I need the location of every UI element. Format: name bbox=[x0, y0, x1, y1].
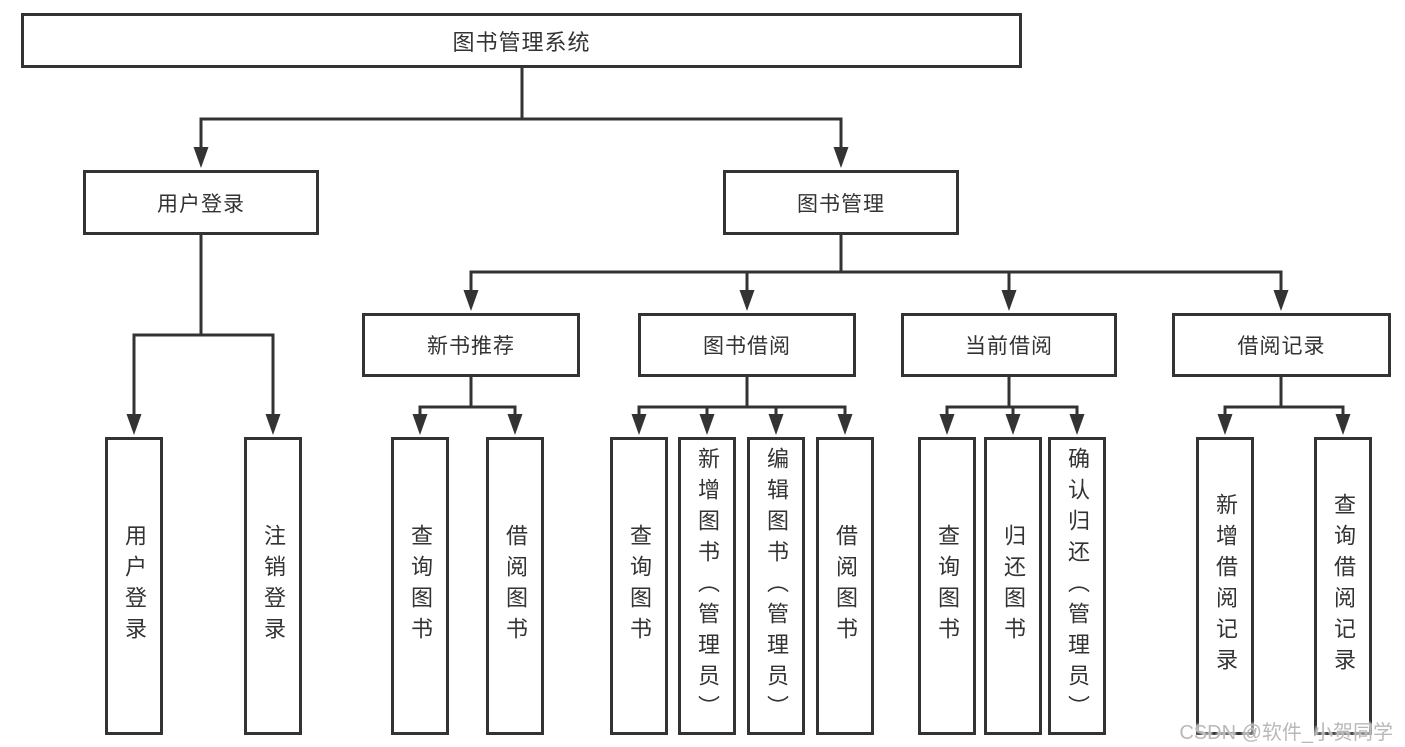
leaf-query-books-borrowing: 查询图书 bbox=[610, 437, 668, 735]
leaf-add-borrow-record-label: 新增借阅记录 bbox=[1213, 493, 1238, 679]
leaf-add-borrow-record: 新增借阅记录 bbox=[1196, 437, 1254, 735]
leaf-query-books-recommend-label: 查询图书 bbox=[408, 524, 433, 648]
node-borrowing-records: 借阅记录 bbox=[1172, 313, 1391, 377]
node-root-label: 图书管理系统 bbox=[452, 29, 591, 55]
leaf-user-login: 用户登录 bbox=[105, 437, 163, 735]
node-book-management-label: 图书管理 bbox=[797, 192, 885, 216]
leaf-add-books-admin: 新增图书（管理员） bbox=[678, 437, 736, 735]
leaf-query-books-current-label: 查询图书 bbox=[935, 524, 960, 648]
leaf-return-books: 归还图书 bbox=[984, 437, 1042, 735]
node-book-management: 图书管理 bbox=[723, 170, 959, 235]
leaf-confirm-return-admin: 确认归还（管理员） bbox=[1048, 437, 1106, 735]
leaf-logout-label: 注销登录 bbox=[261, 524, 286, 648]
node-new-book-recommend-label: 新书推荐 bbox=[427, 335, 515, 358]
leaf-return-books-label: 归还图书 bbox=[1001, 524, 1026, 648]
leaf-query-borrow-record-label: 查询借阅记录 bbox=[1331, 493, 1356, 679]
leaf-edit-books-admin: 编辑图书（管理员） bbox=[747, 437, 805, 735]
leaf-logout: 注销登录 bbox=[244, 437, 302, 735]
node-book-borrowing: 图书借阅 bbox=[638, 313, 856, 377]
node-new-book-recommend: 新书推荐 bbox=[362, 313, 580, 377]
watermark-text: CSDN @软件_小贺同学 bbox=[1179, 722, 1393, 744]
node-book-borrowing-label: 图书借阅 bbox=[703, 335, 791, 358]
leaf-query-borrow-record: 查询借阅记录 bbox=[1314, 437, 1372, 735]
leaf-query-books-current: 查询图书 bbox=[918, 437, 976, 735]
leaf-borrow-books-recommend-label: 借阅图书 bbox=[503, 524, 528, 648]
node-user-login: 用户登录 bbox=[83, 170, 319, 235]
node-current-borrowing-label: 当前借阅 bbox=[965, 335, 1053, 358]
node-borrowing-records-label: 借阅记录 bbox=[1237, 335, 1326, 358]
leaf-query-books-recommend: 查询图书 bbox=[391, 437, 449, 735]
node-user-login-label: 用户登录 bbox=[157, 192, 245, 216]
leaf-borrow-books-recommend: 借阅图书 bbox=[486, 437, 544, 735]
leaf-borrow-books: 借阅图书 bbox=[816, 437, 874, 735]
leaf-user-login-label: 用户登录 bbox=[122, 524, 147, 648]
leaf-add-books-admin-label: 新增图书（管理员） bbox=[695, 446, 720, 726]
leaf-borrow-books-label: 借阅图书 bbox=[833, 524, 858, 648]
leaf-edit-books-admin-label: 编辑图书（管理员） bbox=[764, 446, 789, 726]
node-current-borrowing: 当前借阅 bbox=[901, 313, 1117, 377]
node-root: 图书管理系统 bbox=[21, 13, 1022, 68]
leaf-query-books-borrowing-label: 查询图书 bbox=[627, 524, 652, 648]
leaf-confirm-return-admin-label: 确认归还（管理员） bbox=[1065, 446, 1090, 726]
